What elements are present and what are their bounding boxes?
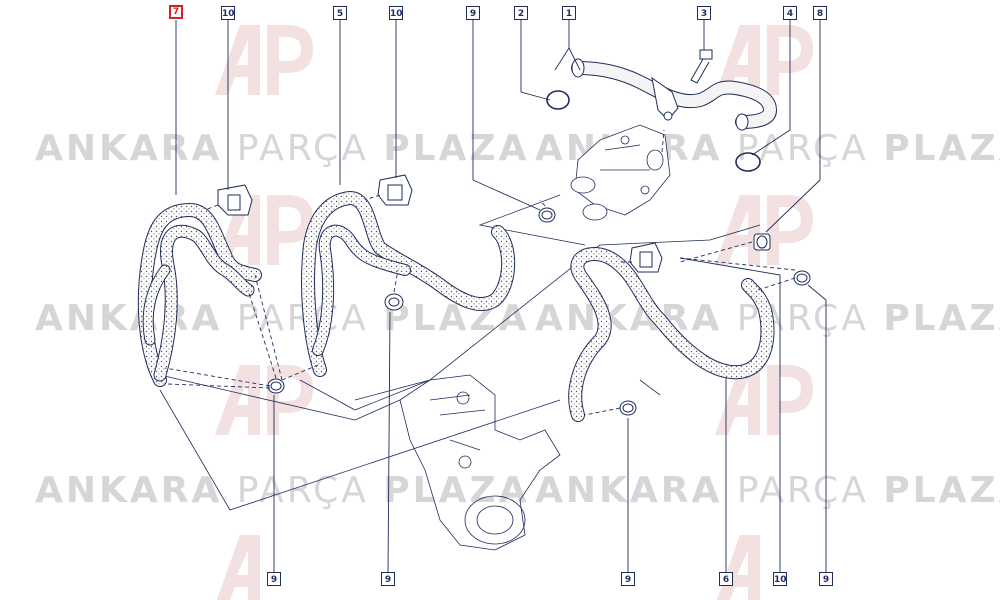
callout-9[interactable]: 9	[466, 6, 480, 20]
bracket-right	[629, 242, 663, 273]
callout-2[interactable]: 2	[514, 6, 528, 20]
engine-block-outline	[354, 374, 561, 551]
callout-9[interactable]: 9	[819, 572, 833, 586]
callout-6[interactable]: 6	[719, 572, 733, 586]
brackets	[217, 174, 663, 273]
watermark-row-3-left: ANKARA PARÇA PLAZA	[35, 470, 530, 511]
hose-1	[571, 58, 778, 131]
hose-7	[137, 202, 262, 387]
clamp-right-lower	[619, 400, 637, 416]
watermark-row-1-left: ANKARA PARÇA PLAZA	[35, 128, 530, 169]
bracket-mid	[377, 174, 413, 206]
watermark-row-3-right: ANKARA PARÇA PLAZA	[535, 470, 1000, 511]
thermostat-housing	[570, 124, 671, 221]
hose-6	[568, 247, 775, 422]
watermark-row-2-left: ANKARA PARÇA PLAZA	[35, 298, 530, 339]
callout-leaders	[175, 20, 827, 573]
bracket-left	[217, 184, 253, 216]
callout-3[interactable]: 3	[697, 6, 711, 20]
bolt-3	[690, 49, 713, 84]
hose-5	[301, 190, 516, 377]
clamp-left	[267, 378, 285, 394]
clamp-mid	[384, 293, 404, 311]
o-ring-4	[735, 152, 761, 172]
callout-9[interactable]: 9	[267, 572, 281, 586]
o-rings	[546, 90, 761, 172]
assembly-lines	[159, 194, 761, 511]
callout-9[interactable]: 9	[621, 572, 635, 586]
callout-4[interactable]: 4	[783, 6, 797, 20]
callout-10[interactable]: 10	[221, 6, 235, 20]
callout-5[interactable]: 5	[333, 6, 347, 20]
callout-8[interactable]: 8	[813, 6, 827, 20]
dashed-pointers	[164, 129, 796, 416]
callout-9[interactable]: 9	[381, 572, 395, 586]
o-ring-2	[546, 90, 570, 110]
callout-10[interactable]: 10	[389, 6, 403, 20]
hose-clamps	[267, 207, 811, 416]
callout-1[interactable]: 1	[562, 6, 576, 20]
clamp-right	[793, 270, 811, 286]
connector-8	[753, 233, 771, 251]
clamp-upper	[538, 207, 556, 223]
callout-7[interactable]: 7	[169, 5, 183, 19]
callout-10[interactable]: 10	[773, 572, 787, 586]
